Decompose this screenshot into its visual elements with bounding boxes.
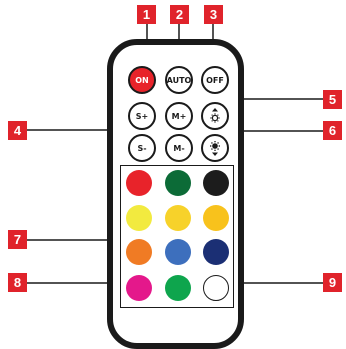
on-button[interactable]: ON (128, 66, 156, 94)
color-swatch-2-2[interactable] (165, 205, 191, 231)
color-swatch-3-2[interactable] (165, 239, 191, 265)
marker-9: 9 (323, 273, 342, 292)
color-swatch-4-3[interactable] (203, 275, 229, 301)
brightness-down-button[interactable] (201, 134, 229, 162)
marker-5: 5 (323, 90, 342, 109)
auto-button[interactable]: AUTO (165, 66, 193, 94)
marker-2: 2 (170, 5, 189, 24)
color-swatch-3-3[interactable] (203, 239, 229, 265)
marker-4: 4 (8, 121, 27, 140)
sun-up-icon (210, 108, 220, 123)
color-swatch-2-1[interactable] (126, 205, 152, 231)
color-swatch-4-1[interactable] (126, 275, 152, 301)
marker-6: 6 (323, 121, 342, 140)
remote-diagram: ON AUTO OFF S+ M+ S- M- (8, 5, 342, 349)
color-swatch-3-1[interactable] (126, 239, 152, 265)
color-swatch-1-2[interactable] (165, 170, 191, 196)
marker-1: 1 (137, 5, 156, 24)
marker-8: 8 (8, 273, 27, 292)
color-swatch-1-3[interactable] (203, 170, 229, 196)
color-swatch-1-1[interactable] (126, 170, 152, 196)
speed-down-button[interactable]: S- (128, 134, 156, 162)
brightness-up-button[interactable] (201, 102, 229, 130)
off-button[interactable]: OFF (201, 66, 229, 94)
color-swatch-4-2[interactable] (165, 275, 191, 301)
speed-up-button[interactable]: S+ (128, 102, 156, 130)
mode-up-button[interactable]: M+ (165, 102, 193, 130)
marker-7: 7 (8, 230, 27, 249)
mode-down-button[interactable]: M- (165, 134, 193, 162)
sun-down-icon (210, 141, 220, 156)
color-grid (120, 165, 234, 308)
marker-3: 3 (204, 5, 223, 24)
color-swatch-2-3[interactable] (203, 205, 229, 231)
